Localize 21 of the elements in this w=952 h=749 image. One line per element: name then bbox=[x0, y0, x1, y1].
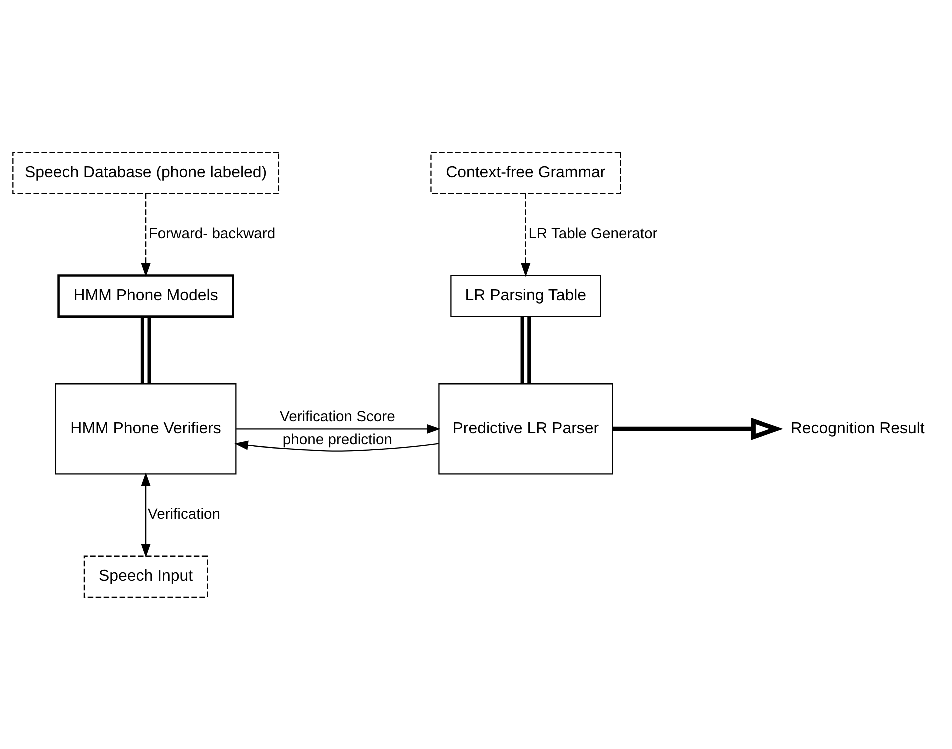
edge-label: Forward- backward bbox=[148, 226, 276, 242]
node-box: HMM Phone Verifiers bbox=[55, 383, 237, 474]
node-box: Speech Database (phone labeled) bbox=[12, 152, 280, 194]
edge-label: Verification bbox=[148, 506, 220, 523]
edge-label: Verification Score bbox=[280, 409, 396, 426]
node-box: Predictive LR Parser bbox=[438, 383, 614, 474]
node-text: Recognition Result bbox=[790, 420, 925, 437]
arrow bbox=[234, 440, 440, 452]
arrow bbox=[521, 193, 531, 277]
node-box: Speech Input bbox=[84, 555, 208, 598]
connector bbox=[520, 316, 532, 384]
node-box: HMM Phone Models bbox=[58, 274, 234, 318]
edge-label: phone prediction bbox=[282, 432, 392, 448]
arrow bbox=[236, 424, 441, 434]
arrow bbox=[612, 417, 784, 440]
arrow bbox=[141, 193, 151, 277]
node-box: LR Parsing Table bbox=[450, 274, 602, 317]
connector bbox=[140, 316, 152, 384]
edge-label: LR Table Generator bbox=[528, 226, 658, 242]
node-box: Context-free Grammar bbox=[430, 152, 622, 194]
arrow bbox=[141, 472, 151, 558]
